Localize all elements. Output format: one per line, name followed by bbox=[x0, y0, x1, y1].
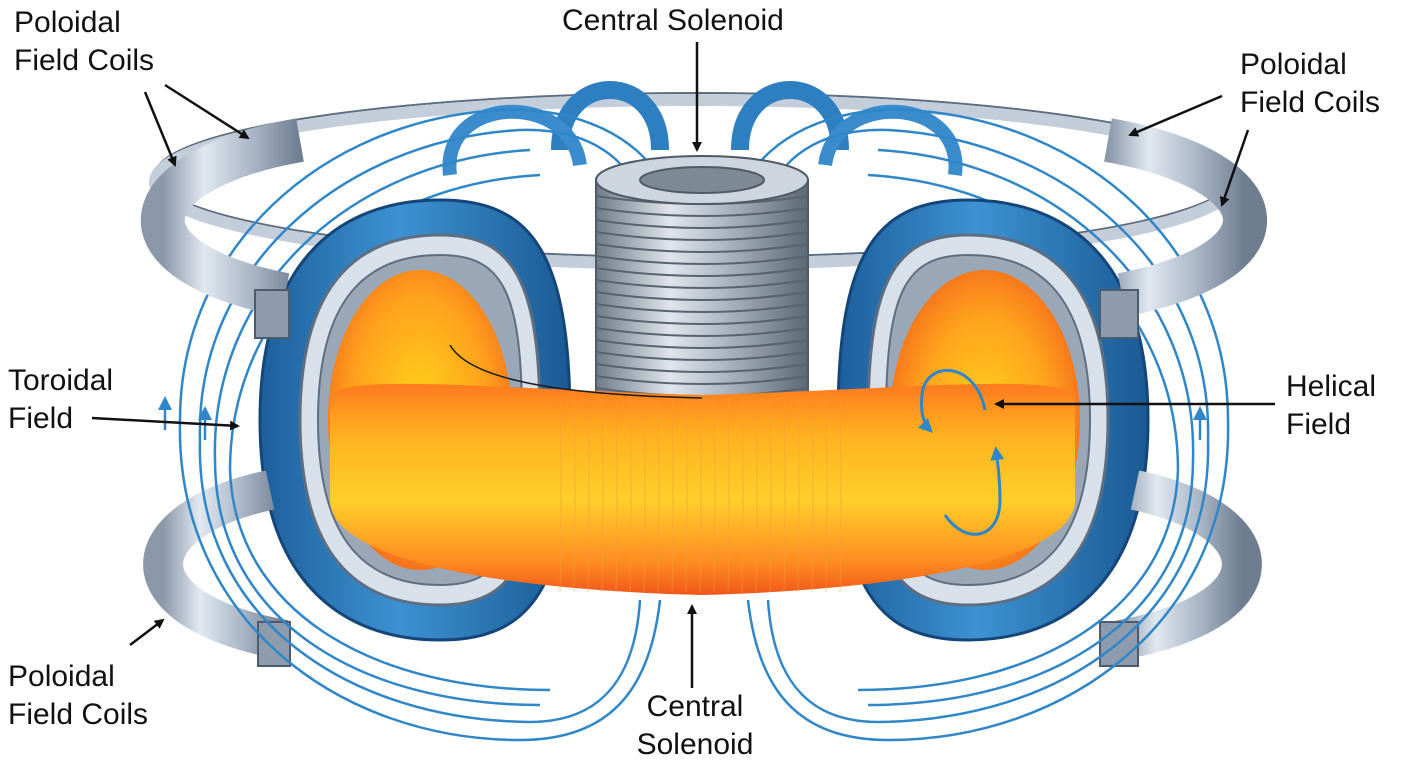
arrow-toroidal-field bbox=[91, 416, 240, 431]
solenoid-winding bbox=[595, 315, 809, 325]
plasma-striation bbox=[615, 397, 618, 593]
solenoid-winding bbox=[595, 303, 809, 313]
solenoid-winding bbox=[595, 219, 809, 229]
plasma-striation bbox=[629, 397, 632, 593]
plasma-striation bbox=[825, 397, 828, 593]
label-central-solenoid-bottom: Central Solenoid bbox=[636, 690, 754, 761]
solenoid-winding bbox=[595, 243, 809, 253]
solenoid-winding bbox=[595, 267, 809, 277]
plasma-striation bbox=[671, 397, 674, 593]
solenoid-winding bbox=[595, 363, 809, 373]
solenoid-winding bbox=[595, 231, 809, 241]
field-lines-lower bbox=[158, 396, 1230, 742]
arrow-poloidal-top-left-2 bbox=[164, 83, 250, 140]
plasma-striation bbox=[587, 397, 590, 593]
solenoid-winding bbox=[595, 351, 809, 361]
arrow-poloidal-top-right-1 bbox=[1128, 94, 1223, 137]
plasma-striation bbox=[699, 397, 702, 593]
pointer-arrows bbox=[91, 42, 1275, 688]
plasma-striation bbox=[811, 397, 814, 593]
plasma-striation bbox=[657, 397, 660, 593]
plasma-striation bbox=[573, 397, 576, 593]
helical-field-arrows bbox=[917, 369, 1005, 536]
label-toroidal-field: Toroidal Field bbox=[8, 364, 114, 435]
arrow-poloidal-bottom-left bbox=[129, 618, 165, 646]
plasma-striation bbox=[783, 397, 786, 593]
label-helical-field: Helical Field bbox=[1286, 370, 1377, 441]
label-poloidal-field-coils-top-left: Poloidal Field Coils bbox=[14, 6, 155, 77]
plasma-striation bbox=[727, 397, 730, 593]
label-poloidal-field-coils-bottom-left: Poloidal Field Coils bbox=[8, 660, 149, 731]
label-poloidal-field-coils-top-right: Poloidal Field Coils bbox=[1240, 48, 1381, 119]
top-poloidal-coil-front bbox=[141, 118, 1267, 339]
plasma-striation bbox=[643, 397, 646, 593]
plasma-striation bbox=[601, 397, 604, 593]
solenoid-winding bbox=[595, 279, 809, 289]
solenoid-winding bbox=[595, 207, 809, 217]
plasma-torus-band bbox=[330, 344, 1075, 595]
solenoid-winding bbox=[595, 375, 809, 385]
arrow-poloidal-top-left-1 bbox=[143, 91, 177, 167]
arrow-poloidal-top-right-2 bbox=[1219, 129, 1250, 207]
plasma-striation bbox=[685, 397, 688, 593]
back-toroidal-coils bbox=[442, 81, 963, 176]
solenoid-winding bbox=[595, 255, 809, 265]
solenoid-winding bbox=[595, 339, 809, 349]
bottom-poloidal-coil-front bbox=[143, 470, 1262, 667]
plasma-striation bbox=[839, 397, 842, 593]
label-central-solenoid-top: Central Solenoid bbox=[562, 4, 784, 37]
plasma-striation bbox=[755, 397, 758, 593]
central-solenoid bbox=[595, 155, 809, 401]
solenoid-winding bbox=[595, 291, 809, 301]
solenoid-winding bbox=[595, 327, 809, 337]
plasma-striation bbox=[769, 397, 772, 593]
plasma-striation bbox=[713, 397, 716, 593]
plasma-striation bbox=[559, 397, 562, 593]
plasma-striation bbox=[797, 397, 800, 593]
plasma-striation bbox=[741, 397, 744, 593]
